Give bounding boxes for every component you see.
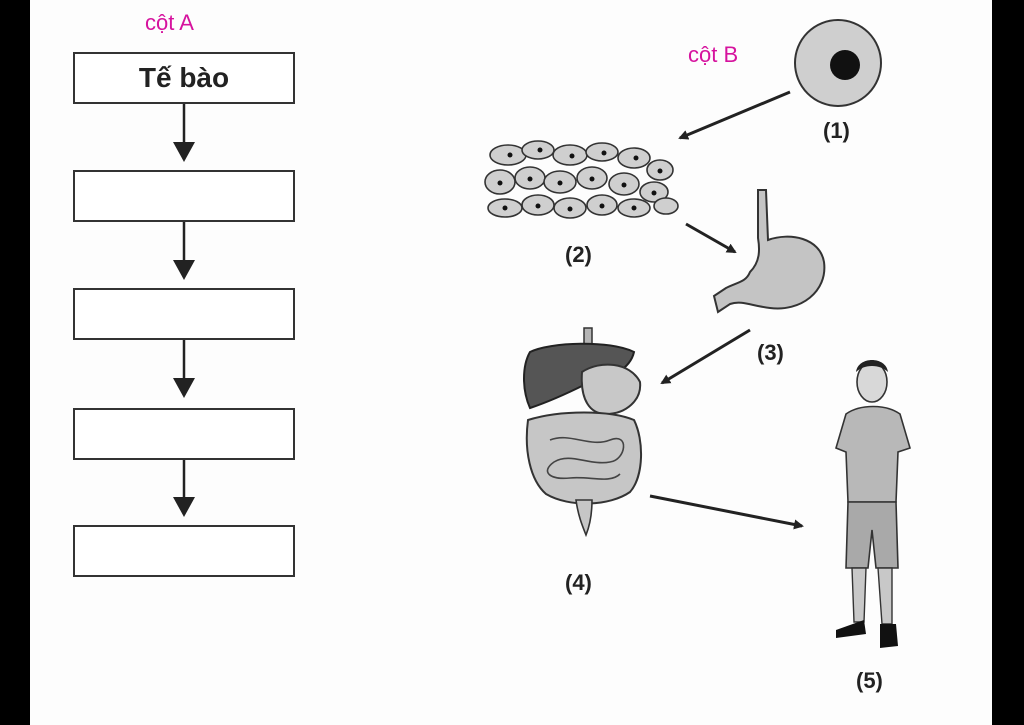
flow-box-5 — [73, 525, 295, 577]
tissue-illustration — [484, 140, 679, 219]
flow-box-3 — [73, 288, 295, 340]
stage-label-2: (2) — [565, 242, 592, 267]
diagram-canvas: cột A Tế bào cột B — [30, 0, 992, 725]
illustration-layer — [173, 19, 911, 648]
digestive-system-illustration — [523, 327, 643, 538]
stage-label-4: (4) — [565, 570, 592, 595]
flow-arrow-1 — [173, 104, 195, 162]
human-body-illustration — [835, 360, 911, 648]
stomach-illustration — [712, 189, 826, 314]
arrow-3-to-4 — [660, 328, 751, 385]
arrow-4-to-5 — [649, 494, 804, 530]
stage-label-3: (3) — [757, 340, 784, 365]
arrow-1-to-2 — [678, 90, 791, 140]
column-b-title: cột B — [688, 42, 739, 67]
stage-label-1: (1) — [823, 118, 850, 143]
flow-box-2 — [73, 170, 295, 222]
flow-arrow-2 — [173, 222, 195, 280]
cell-illustration — [794, 19, 882, 107]
stage-label-5: (5) — [856, 668, 883, 693]
flow-box-4 — [73, 408, 295, 460]
flow-box-1: Tế bào — [73, 52, 295, 104]
flow-arrow-4 — [173, 460, 195, 517]
arrow-2-to-3 — [685, 222, 737, 254]
column-a-title: cột A — [145, 10, 194, 35]
flow-arrow-3 — [173, 340, 195, 398]
